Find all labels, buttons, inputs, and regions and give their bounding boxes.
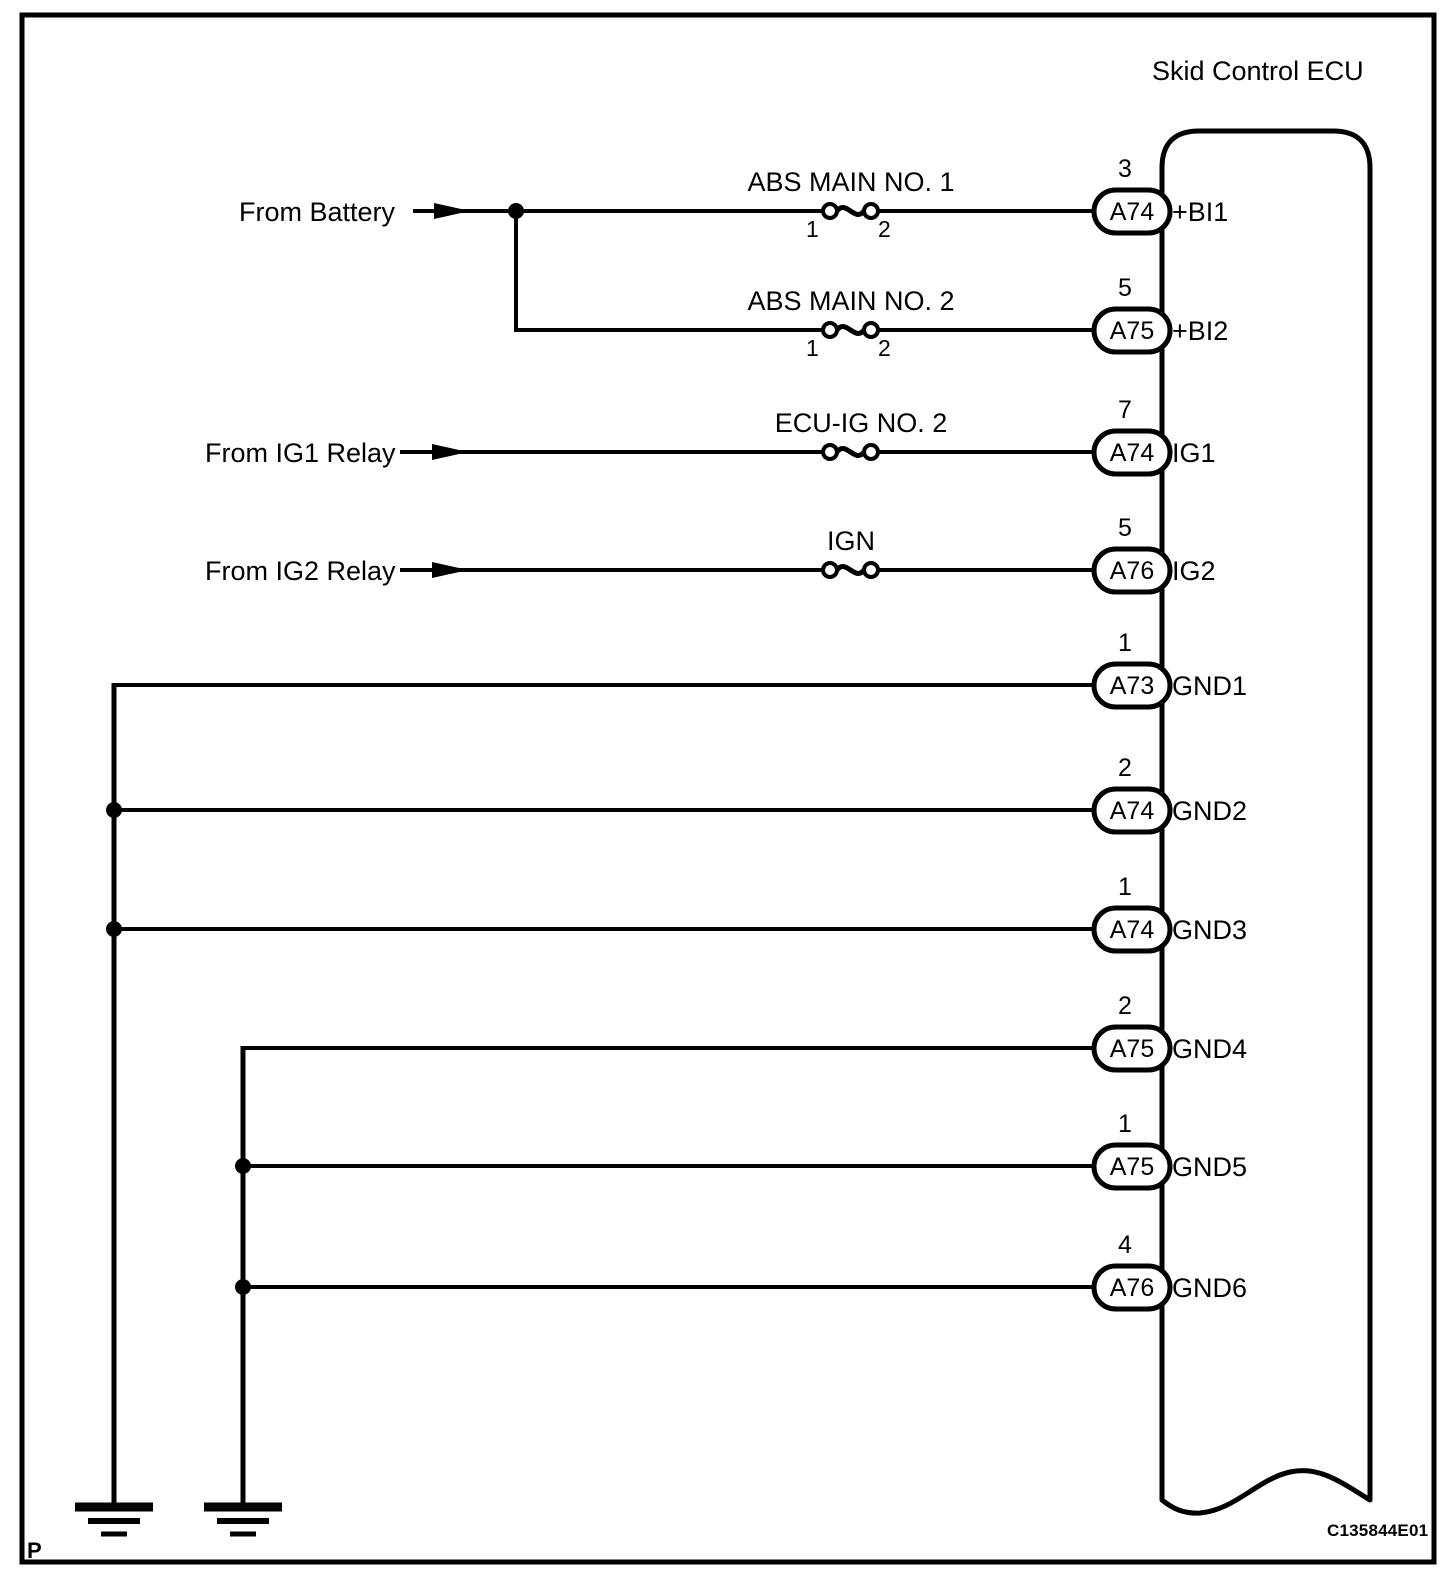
connector-id-gnd3: A74	[1109, 916, 1155, 944]
pin-number-ig2: 5	[1118, 514, 1132, 542]
arrow-battery	[434, 203, 470, 219]
junction-dot-gnd3	[106, 921, 122, 937]
ecu-body	[1159, 128, 1373, 1516]
connector-id-bi1: A74	[1109, 198, 1155, 226]
wire-battery-branch-to-bi2	[514, 211, 826, 332]
pin-number-gnd2: 2	[1118, 754, 1132, 782]
fuse-symbol-ign	[821, 561, 880, 579]
pin-number-gnd4: 2	[1118, 992, 1132, 1020]
fuse-symbol-abs-main-no1	[821, 202, 880, 220]
connector-oval-bi1[interactable]	[1091, 187, 1173, 236]
terminal-label-gnd6: GND6	[1172, 1273, 1248, 1303]
pin-number-gnd1: 1	[1118, 629, 1132, 657]
pin-number-ig1: 7	[1118, 396, 1132, 424]
terminal-label-ig2: IG2	[1172, 556, 1216, 586]
connector-id-gnd4: A75	[1109, 1035, 1155, 1063]
connector-oval-gnd5[interactable]	[1091, 1142, 1173, 1191]
page-border	[19, 12, 1437, 1565]
junction-dot-gnd6	[235, 1279, 251, 1295]
terminal-label-gnd4: GND4	[1172, 1034, 1248, 1064]
connector-oval-ig2[interactable]	[1091, 546, 1173, 595]
terminal-label-gnd1: GND1	[1172, 671, 1248, 701]
connector-id-ig2: A76	[1109, 557, 1155, 585]
arrow-ig2-relay	[432, 562, 468, 578]
fuse-label-ign: IGN	[826, 526, 876, 556]
arrow-ig1-relay	[432, 444, 468, 460]
terminal-label-gnd5: GND5	[1172, 1152, 1248, 1182]
connector-oval-bi2[interactable]	[1091, 306, 1173, 355]
fuse-symbol-ecu-ig-no2	[821, 443, 880, 461]
earth-ground-icon-2	[204, 1502, 282, 1537]
fuse-label-ecu-ig-no2: ECU-IG NO. 2	[774, 408, 948, 438]
fuse-pin-right-abs-main-no1: 2	[878, 216, 891, 242]
connector-id-gnd2: A74	[1109, 797, 1155, 825]
terminal-label-bi2: +BI2	[1172, 316, 1229, 346]
corner-mark-p: P	[27, 1538, 42, 1563]
source-label-ig1-relay: From IG1 Relay	[205, 438, 396, 468]
source-label-battery: From Battery	[239, 197, 396, 227]
pin-number-bi2: 5	[1118, 274, 1132, 302]
connector-oval-gnd1[interactable]	[1091, 661, 1173, 710]
page-title: Skid Control ECU	[1152, 56, 1364, 86]
terminal-label-bi1: +BI1	[1172, 197, 1229, 227]
connector-id-gnd5: A75	[1109, 1153, 1155, 1181]
fuse-label-abs-main-no2: ABS MAIN NO. 2	[747, 286, 955, 316]
connector-oval-gnd3[interactable]	[1091, 905, 1173, 954]
pin-number-bi1: 3	[1118, 155, 1132, 183]
connector-id-bi2: A75	[1109, 317, 1155, 345]
earth-ground-icon-1	[75, 1502, 153, 1537]
pin-number-gnd6: 4	[1118, 1231, 1132, 1259]
terminal-label-gnd3: GND3	[1172, 915, 1248, 945]
source-label-ig2-relay: From IG2 Relay	[205, 556, 396, 586]
connector-id-ig1: A74	[1109, 439, 1155, 467]
connector-oval-gnd6[interactable]	[1091, 1263, 1173, 1312]
connector-id-gnd6: A76	[1109, 1274, 1155, 1302]
terminal-label-gnd2: GND2	[1172, 796, 1248, 826]
fuse-pin-left-abs-main-no1: 1	[806, 216, 819, 242]
reference-code: C135844E01	[1327, 1521, 1429, 1540]
connector-id-gnd1: A73	[1109, 672, 1155, 700]
fuse-pin-right-abs-main-no2: 2	[878, 335, 891, 361]
terminal-label-ig1: IG1	[1172, 438, 1216, 468]
connector-oval-ig1[interactable]	[1091, 428, 1173, 477]
junction-dot-gnd2	[106, 802, 122, 818]
pin-number-gnd3: 1	[1118, 873, 1132, 901]
pin-number-gnd5: 1	[1118, 1110, 1132, 1138]
connector-oval-gnd2[interactable]	[1091, 786, 1173, 835]
fuse-label-abs-main-no1: ABS MAIN NO. 1	[747, 167, 955, 197]
connector-oval-gnd4[interactable]	[1091, 1024, 1173, 1073]
fuse-pin-left-abs-main-no2: 1	[806, 335, 819, 361]
junction-dot-gnd5	[235, 1158, 251, 1174]
fuse-symbol-abs-main-no2	[821, 321, 880, 339]
